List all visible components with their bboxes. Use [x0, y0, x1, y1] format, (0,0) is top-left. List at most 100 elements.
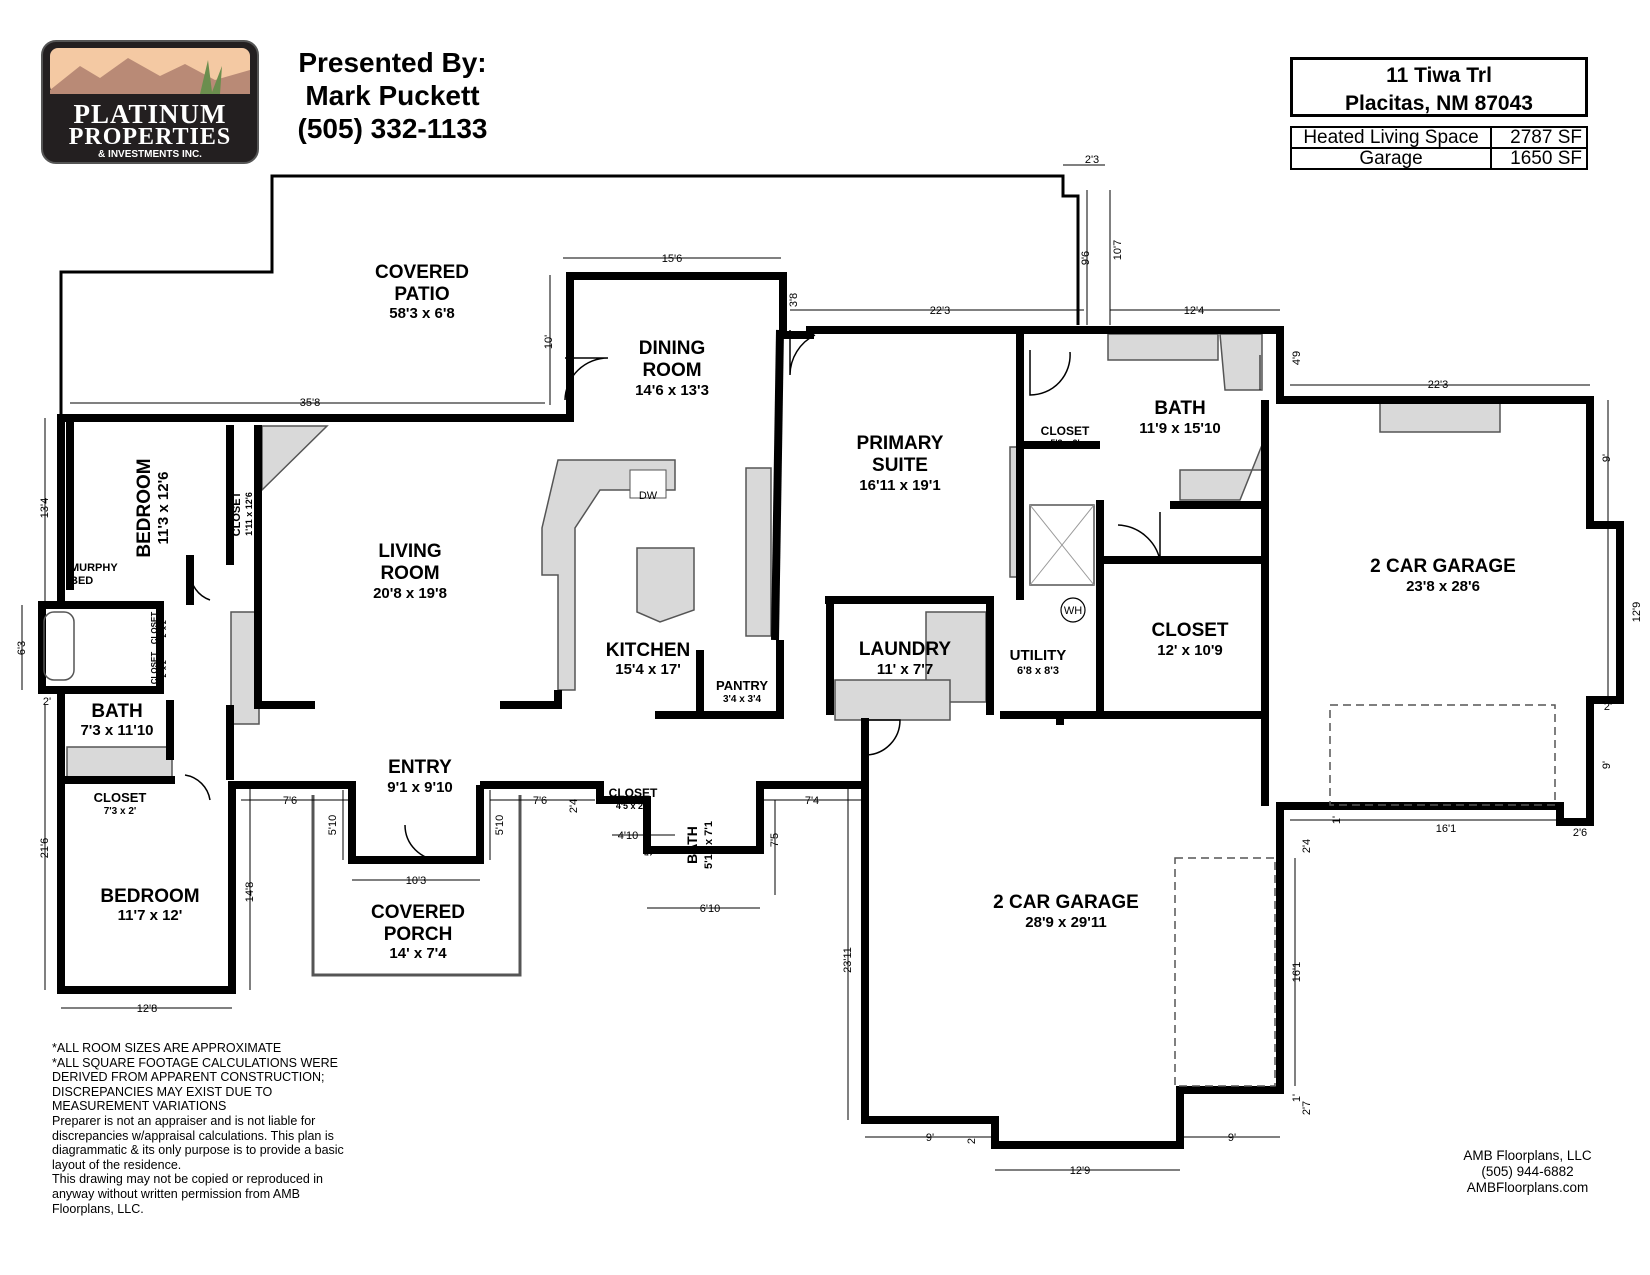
closet-bath-size: 5'3 x 2' [1050, 438, 1079, 448]
dim-15-6: 15'6 [662, 253, 682, 265]
address-city: Placitas, NM 87043 [1345, 92, 1533, 115]
dim-6-3: 6'3 [16, 641, 28, 655]
closet-entry-size: 4'5 x 2'1 [616, 801, 650, 811]
bedroom-2-name: BEDROOM [100, 886, 199, 907]
note-line: *ALL SQUARE FOOTAGE CALCULATIONS WERE [52, 1055, 338, 1070]
dim-7-6-b: 7'6 [533, 795, 547, 807]
dim-1-a: 1' [1331, 816, 1343, 824]
closet-hall-name: CLOSET [94, 790, 147, 805]
note-line: discrepancies w/appraisal calculations. … [52, 1128, 334, 1143]
sf-label: Garage [1290, 147, 1492, 170]
dining-room-size: 14'6 x 13'3 [635, 382, 709, 399]
dim-12-9-bottom: 12'9 [1070, 1165, 1090, 1177]
bath-1-name: BATH [91, 701, 142, 722]
dining-room-name2: ROOM [642, 360, 701, 381]
closet-hall-size: 7'3 x 2' [104, 806, 137, 817]
primary-suite-size: 16'11 x 19'1 [859, 477, 940, 494]
dim-2-3: 2'3 [1085, 154, 1099, 166]
dim-10: 10' [543, 335, 555, 349]
dim-7-6-a: 7'6 [283, 795, 297, 807]
dim-13-4: 13'4 [39, 498, 51, 518]
dim-2-4-b: 2'4 [1301, 839, 1313, 853]
dim-4-10: 4'10 [618, 830, 638, 842]
covered-porch-name2: PORCH [384, 924, 453, 945]
dim-1-b: 1' [1291, 1094, 1303, 1102]
murphy-bed-line1: MURPHY [70, 562, 118, 574]
dim-12-9-side: 12'9 [1631, 602, 1643, 622]
dim-2-left: 2' [43, 696, 51, 708]
dim-22-3-top: 22'3 [930, 305, 950, 317]
dim-12-4: 12'4 [1184, 305, 1204, 317]
note-line: anyway without written permission from A… [52, 1186, 301, 1201]
covered-patio-name2: PATIO [394, 284, 449, 305]
sf-value: 2787 SF [1490, 126, 1588, 149]
logo-line3: & INVESTMENTS INC. [98, 149, 202, 160]
dishwasher-label: DW [639, 490, 658, 502]
logo-line1: PLATINUM [74, 99, 227, 129]
presented-by-heading: Presented By: [298, 47, 487, 78]
note-line: layout of the residence. [52, 1157, 182, 1172]
closet-bed1-name: CLOSET [231, 491, 243, 536]
bath-primary-size: 11'9 x 15'10 [1139, 420, 1220, 437]
bedroom-2-size: 11'7 x 12' [118, 907, 183, 924]
water-heater-label: WH [1064, 605, 1082, 617]
square-footage-table: Heated Living Space 2787 SF Garage 1650 … [1290, 126, 1588, 170]
room-labels: COVERED PATIO 58'3 x 6'8 DINING ROOM 14'… [70, 262, 1516, 962]
presenter-phone: (505) 332-1133 [297, 113, 488, 144]
closet-small-a-name: CLOSET [150, 612, 159, 645]
pantry-size: 3'4 x 3'4 [723, 694, 762, 705]
table-row: Garage 1650 SF [1290, 147, 1588, 170]
dim-7-4: 7'4 [805, 795, 819, 807]
credit-phone: (505) 944-6882 [1481, 1164, 1574, 1179]
bedroom-1-name: BEDROOM [134, 458, 155, 557]
garage-right-size: 23'8 x 28'6 [1406, 578, 1480, 595]
primary-suite-name2: SUITE [872, 455, 928, 476]
entry-name: ENTRY [388, 757, 452, 778]
utility-size: 6'8 x 8'3 [1017, 665, 1059, 677]
note-line: Floorplans, LLC. [52, 1201, 144, 1216]
covered-patio-name1: COVERED [375, 262, 469, 283]
utility-name: UTILITY [1010, 647, 1067, 664]
note-line: *ALL ROOM SIZES ARE APPROXIMATE [52, 1041, 282, 1055]
note-line: Preparer is not an appraiser and is not … [52, 1113, 316, 1128]
credit-website: AMBFloorplans.com [1466, 1180, 1589, 1195]
note-line: diagrammatic & its only purpose is to pr… [52, 1143, 344, 1158]
bath-1-size: 7'3 x 11'10 [80, 722, 153, 739]
bedroom-1-size: 11'3 x 12'6 [155, 471, 172, 544]
note-line: MEASUREMENT VARIATIONS [52, 1099, 227, 1114]
shower [1029, 504, 1095, 586]
dim-4-9: 4'9 [1291, 351, 1303, 365]
company-logo: PLATINUM PROPERTIES & INVESTMENTS INC. [41, 40, 259, 164]
primary-suite-name1: PRIMARY [857, 433, 944, 454]
dim-21-6: 21'6 [39, 838, 51, 858]
living-room-name2: ROOM [380, 563, 439, 584]
laundry-name: LAUNDRY [859, 639, 952, 660]
dim-16-1-h: 16'1 [1436, 823, 1456, 835]
entry-size: 9'1 x 9'10 [387, 779, 453, 796]
dim-9-a: 9' [1601, 454, 1613, 462]
closet-bath-name: CLOSET [1041, 424, 1090, 438]
counters [66, 333, 1501, 783]
garage-main-size: 28'9 x 29'11 [1025, 914, 1106, 931]
sf-label: Heated Living Space [1290, 126, 1492, 149]
covered-patio-size: 58'3 x 6'8 [389, 305, 455, 322]
pantry-name: PANTRY [716, 678, 768, 693]
garage-right-name: 2 CAR GARAGE [1370, 556, 1516, 577]
closet-bed1-size: 1'11 x 12'6 [244, 492, 254, 536]
sf-value: 1650 SF [1490, 147, 1588, 170]
dim-2-7: 2'7 [1301, 1101, 1313, 1115]
covered-patio-outline [59, 174, 1080, 418]
dim-12-8: 12'8 [137, 1003, 157, 1015]
covered-porch-size: 14' x 7'4 [389, 945, 447, 962]
closet-entry-name: CLOSET [609, 786, 658, 800]
dim-22-3-garage: 22'3 [1428, 379, 1448, 391]
dim-5-10-b: 5'10 [494, 815, 506, 835]
dining-room-name1: DINING [639, 338, 706, 359]
dim-2-4-a: 2'4 [568, 799, 580, 813]
living-room-size: 20'8 x 19'8 [373, 585, 447, 602]
disclaimer-notes: *ALL ROOM SIZES ARE APPROXIMATE *ALL SQU… [52, 1041, 372, 1216]
dim-35-8: 35'8 [300, 397, 320, 409]
covered-porch-outline [311, 795, 522, 977]
closet-small-b-size: 2' x 2' [161, 658, 168, 677]
